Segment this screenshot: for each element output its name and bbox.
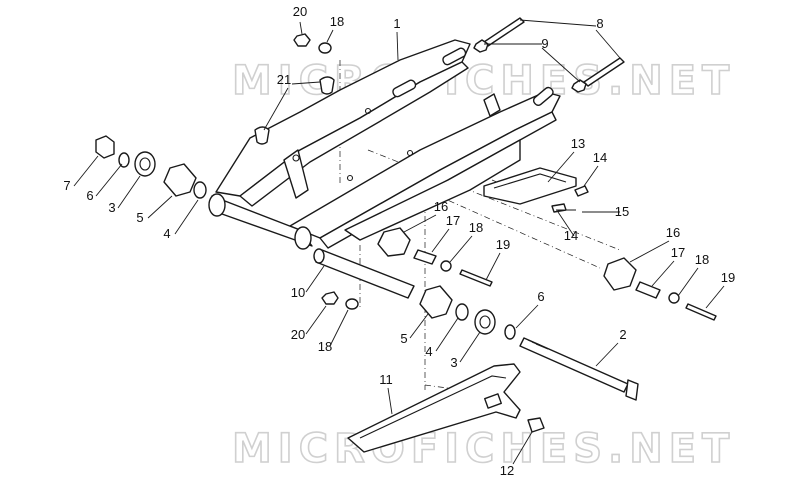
callout-c19a: 19 <box>496 237 510 252</box>
chain-guide-pad <box>483 167 589 213</box>
callout-c5b: 5 <box>400 331 407 346</box>
callout-c1: 1 <box>393 16 400 31</box>
callout-c17b: 17 <box>671 245 685 260</box>
callout-c14a: 14 <box>593 150 607 165</box>
callout-c3b: 3 <box>450 355 457 370</box>
callout-c10: 10 <box>291 285 305 300</box>
callout-c12: 12 <box>500 463 514 478</box>
pivot-spindle <box>519 337 639 401</box>
callout-c20a: 20 <box>293 4 307 19</box>
watermark-bottom: MICROFICHES.NET <box>232 426 735 472</box>
callout-c20b: 20 <box>291 327 305 342</box>
callout-c15: 15 <box>615 204 629 219</box>
callout-c17a: 17 <box>446 213 460 228</box>
callout-c5a: 5 <box>136 210 143 225</box>
callout-c16a: 16 <box>434 199 448 214</box>
callout-c2: 2 <box>619 327 626 342</box>
callout-c6a: 6 <box>86 188 93 203</box>
left-pivot-hardware <box>95 135 207 199</box>
lower-nut-washer <box>321 291 359 310</box>
callout-c14b: 14 <box>564 228 578 243</box>
callout-c7: 7 <box>63 178 70 193</box>
callout-c9: 9 <box>541 36 548 51</box>
callout-c18a: 18 <box>330 14 344 29</box>
callout-c8: 8 <box>596 16 603 31</box>
callout-c4a: 4 <box>163 226 170 241</box>
callout-c21: 21 <box>277 72 291 87</box>
right-pivot-hardware <box>419 285 516 340</box>
centre-bushing-set <box>377 227 717 321</box>
adjuster-bolts <box>473 17 625 93</box>
callout-c19b: 19 <box>721 270 735 285</box>
leader-lines <box>73 19 725 465</box>
callout-c18c: 18 <box>695 252 709 267</box>
watermark-top: MICROFICHES.NET <box>232 58 735 104</box>
pivot-shaft <box>313 248 415 299</box>
callout-c3a: 3 <box>108 200 115 215</box>
callout-c18d: 18 <box>318 339 332 354</box>
cable-clamps <box>254 76 335 145</box>
swingarm <box>208 39 561 250</box>
callout-c16b: 16 <box>666 225 680 240</box>
chain-guard <box>347 363 545 453</box>
callout-c6b: 6 <box>537 289 544 304</box>
callout-c18b: 18 <box>469 220 483 235</box>
callout-c4b: 4 <box>425 344 432 359</box>
callout-c13: 13 <box>571 136 585 151</box>
top-nut-washer <box>293 33 332 54</box>
callout-c11: 11 <box>379 372 393 387</box>
